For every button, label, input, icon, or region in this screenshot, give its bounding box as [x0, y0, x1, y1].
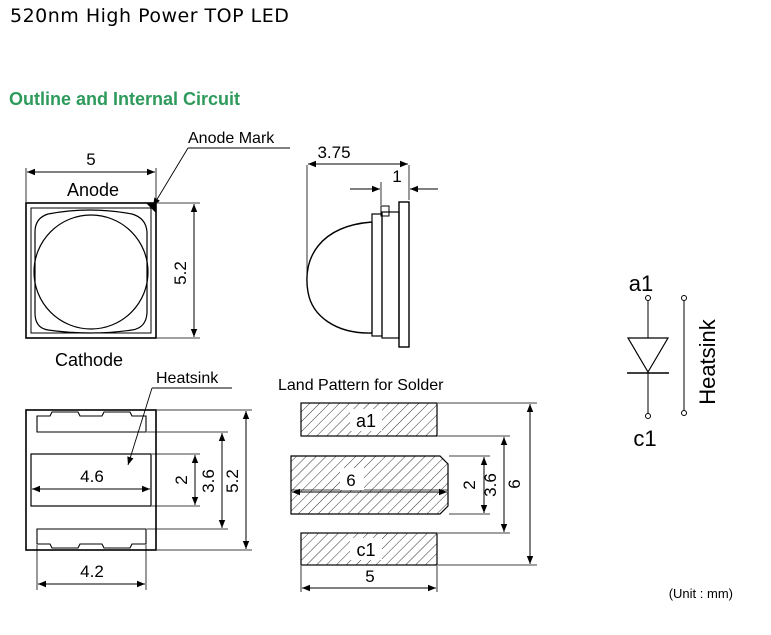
heatsink-leader: [127, 387, 153, 466]
circuit-a1-label: a1: [629, 271, 653, 296]
unit-note: (Unit : mm): [669, 586, 733, 601]
land-pattern-title: Land Pattern for Solder: [278, 377, 444, 394]
top-view: [25, 147, 290, 339]
side-tab: [380, 205, 390, 217]
anode-terminal: [645, 295, 651, 301]
bottom-bottom-pad: [36, 528, 147, 549]
land-dim-6: 6: [505, 479, 524, 488]
cathode-terminal: [645, 413, 651, 419]
document-title: 520nm High Power TOP LED: [10, 5, 290, 27]
bottom-top-pad: [36, 411, 147, 433]
anode-mark-leader: [152, 147, 189, 207]
bottom-dim-3-6: 3.6: [199, 469, 218, 493]
lens-circle: [33, 214, 149, 330]
land-dim-2: 2: [460, 480, 479, 489]
diode-icon: [626, 337, 670, 374]
lens-frame: [34, 209, 148, 334]
side-body: [371, 213, 383, 337]
package-outline: [25, 202, 157, 339]
heatsink-label: Heatsink: [156, 370, 219, 387]
anode-label: Anode: [67, 180, 119, 200]
bottom-dim-5-2: 5.2: [223, 469, 242, 493]
side-depth-dim: 3.75: [317, 143, 350, 162]
package-inner-outline: [30, 207, 152, 334]
land-width-dim: 5: [365, 567, 374, 586]
bottom-outline: [25, 409, 157, 551]
land-pad-a1-label: a1: [356, 411, 376, 431]
internal-circuit: [626, 295, 687, 419]
land-pad-c1-label: c1: [356, 540, 375, 560]
bottom-heatsink-width-dim: 4.6: [80, 467, 104, 486]
bottom-dim-2: 2: [172, 475, 191, 484]
cathode-label: Cathode: [55, 350, 123, 370]
top-height-dim: 5.2: [171, 261, 190, 285]
land-center-dim: 6: [346, 471, 355, 490]
bottom-view: [25, 387, 252, 590]
bottom-heatsink: [30, 453, 152, 507]
land-pattern: [290, 402, 537, 592]
side-flange-dim: 1: [392, 167, 401, 186]
circuit-heatsink-label: Heatsink: [695, 318, 720, 405]
lens-dome: [306, 221, 373, 334]
land-dim-3-6: 3.6: [481, 473, 500, 497]
land-pad-center: [290, 455, 449, 515]
anode-mark-label: Anode Mark: [188, 130, 275, 147]
bottom-pad-width-dim: 4.2: [80, 562, 104, 581]
side-view: [306, 160, 438, 348]
side-substrate: [381, 211, 400, 339]
circuit-c1-label: c1: [633, 426, 656, 451]
side-flange: [398, 201, 410, 348]
section-title: Outline and Internal Circuit: [9, 89, 241, 109]
top-width-dim: 5: [86, 150, 95, 169]
